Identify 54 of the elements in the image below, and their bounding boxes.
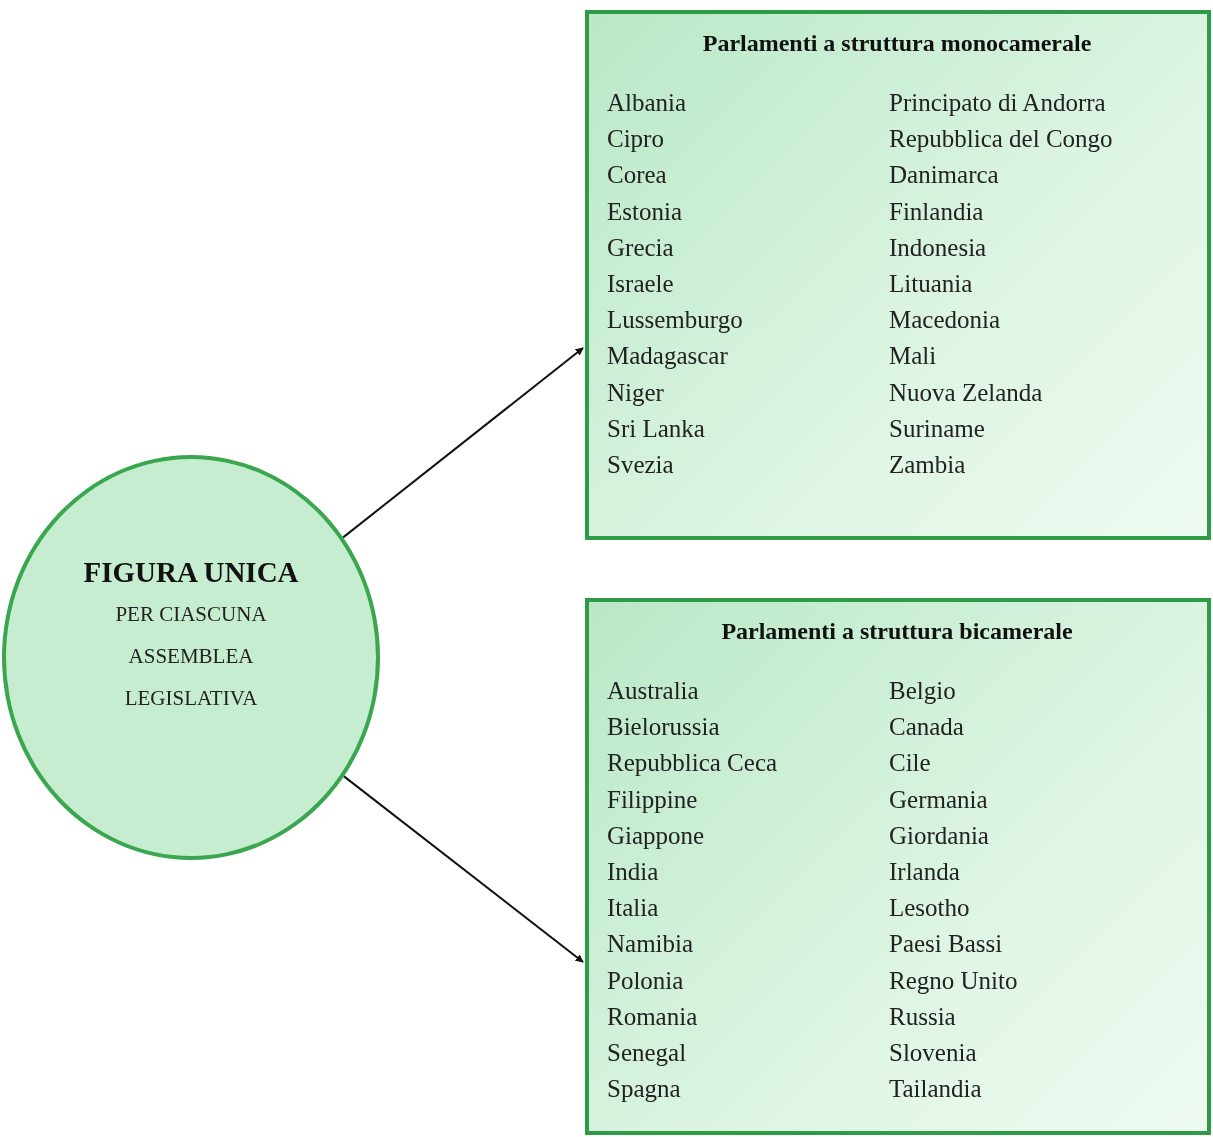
- country-name: Zambia: [889, 450, 967, 480]
- country-name: Romania: [607, 1002, 699, 1032]
- country-name: Canada: [889, 713, 965, 743]
- country-name: Lituania: [889, 269, 974, 299]
- country-name: Estonia: [607, 197, 683, 227]
- arrow: [342, 347, 584, 539]
- country-name: Principato di Andorra: [889, 89, 1107, 118]
- country-name: Italia: [607, 894, 660, 924]
- country-name: Danimarca: [889, 161, 1000, 191]
- country-name: Irlanda: [889, 857, 961, 887]
- country-name: Bielorussia: [607, 713, 721, 743]
- box-heading: Parlamenti a struttura bicamerale: [720, 618, 1074, 645]
- country-name: Corea: [607, 161, 668, 191]
- country-list-box: [585, 10, 1211, 540]
- country-name: India: [607, 857, 660, 887]
- country-name: Repubblica del Congo: [889, 125, 1114, 155]
- box-heading: Parlamenti a struttura monocamerale: [701, 30, 1093, 57]
- country-name: Svezia: [607, 450, 675, 480]
- country-name: Spagna: [607, 1075, 682, 1105]
- country-name: Polonia: [607, 966, 685, 996]
- country-name: Repubblica Ceca: [607, 749, 779, 779]
- country-name: Cipro: [607, 125, 665, 155]
- country-name: Germania: [889, 785, 989, 815]
- country-name: Finlandia: [889, 197, 985, 227]
- country-list-box: [585, 598, 1211, 1135]
- country-name: Lesotho: [889, 894, 971, 924]
- node-subtitle: PER CIASCUNA ASSEMBLEA LEGISLATIVA: [114, 601, 268, 712]
- country-name: Russia: [889, 1002, 957, 1032]
- country-name: Paesi Bassi: [889, 930, 1004, 960]
- country-name: Slovenia: [889, 1038, 978, 1068]
- country-name: Giappone: [607, 821, 706, 851]
- country-name: Israele: [607, 269, 675, 299]
- country-name: Filippine: [607, 785, 699, 815]
- country-name: Senegal: [607, 1038, 688, 1068]
- country-name: Sri Lanka: [607, 414, 706, 444]
- country-name: Giordania: [889, 821, 990, 851]
- country-name: Cile: [889, 749, 932, 779]
- country-name: Niger: [607, 378, 665, 408]
- country-name: Suriname: [889, 414, 986, 444]
- country-name: Nuova Zelanda: [889, 378, 1044, 408]
- country-name: Albania: [607, 89, 688, 118]
- country-name: Belgio: [889, 677, 957, 706]
- country-name: Namibia: [607, 930, 695, 960]
- node-title: FIGURA UNICA: [83, 556, 299, 589]
- arrow: [343, 775, 584, 963]
- country-name: Mali: [889, 342, 938, 372]
- country-name: Madagascar: [607, 342, 729, 372]
- country-name: Indonesia: [889, 233, 988, 263]
- country-name: Regno Unito: [889, 966, 1019, 996]
- country-name: Lussemburgo: [607, 306, 744, 336]
- country-name: Australia: [607, 677, 700, 706]
- country-name: Grecia: [607, 233, 675, 263]
- country-name: Macedonia: [889, 306, 1002, 336]
- country-name: Tailandia: [889, 1075, 983, 1105]
